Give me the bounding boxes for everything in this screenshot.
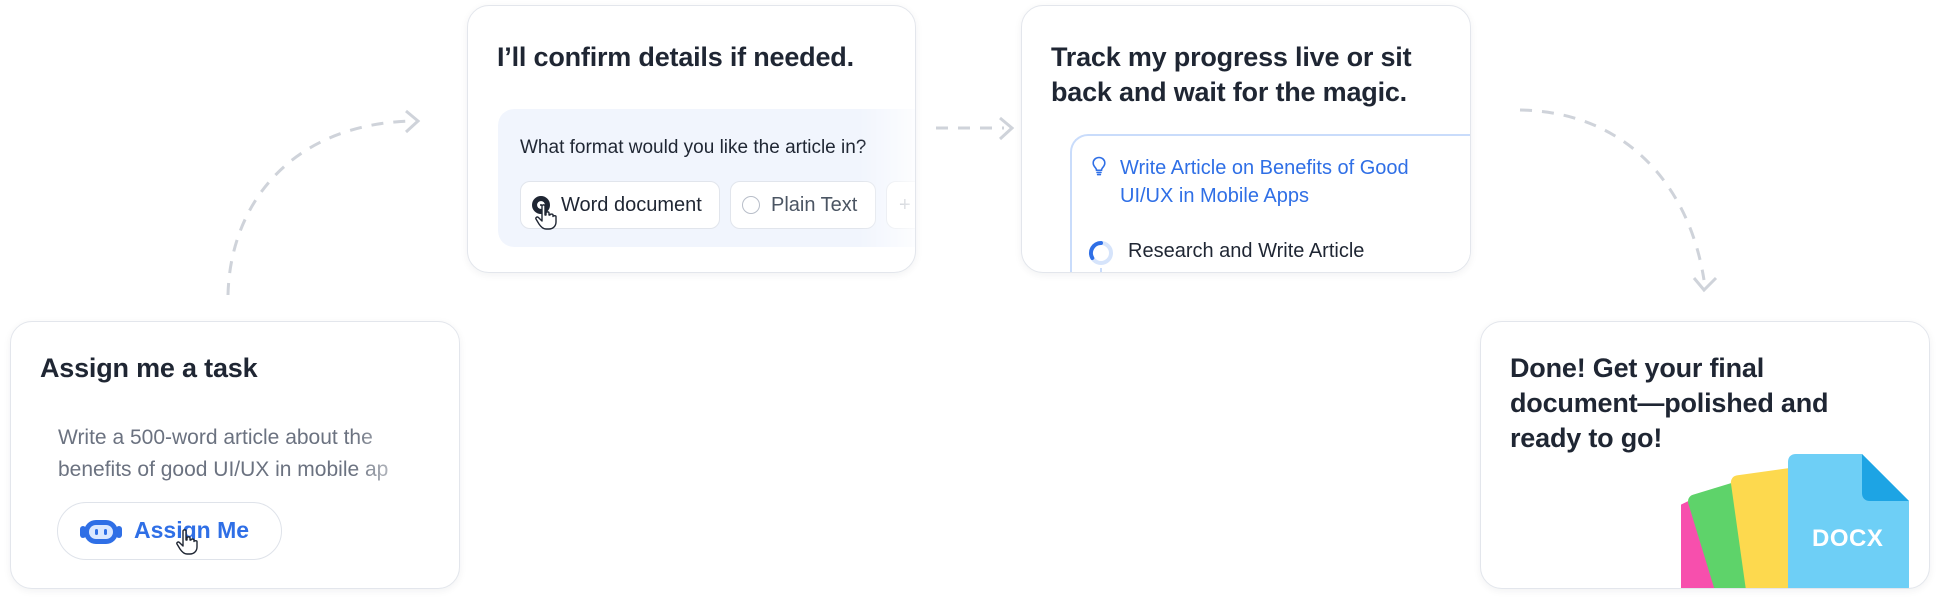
task-text-line-1: Write a 500-word article about the — [58, 426, 373, 449]
spinner-icon — [1088, 240, 1113, 265]
connector-arrow-2 — [936, 116, 1015, 141]
assign-me-button[interactable]: Assign Me — [57, 502, 282, 560]
step-connector-line — [1100, 268, 1102, 272]
done-title: Done! Get your final document—polished a… — [1510, 353, 1829, 453]
docx-label: DOCX — [1812, 525, 1884, 552]
robot-icon — [80, 520, 122, 544]
option-label: + — [899, 193, 911, 216]
track-progress-title: Track my progress live or sit back and w… — [1051, 42, 1412, 107]
connector-arrow-3 — [1519, 108, 1718, 293]
done-card: Done! Get your final document—polished a… — [1480, 321, 1930, 589]
lightbulb-icon — [1092, 156, 1106, 176]
option-label: Plain Text — [771, 193, 858, 216]
connector-arrow-1 — [226, 109, 421, 296]
confirm-details-card: I’ll confirm details if needed. What for… — [467, 5, 916, 273]
progress-step-label: Research and Write Article — [1128, 240, 1365, 262]
option-plain-text[interactable]: Plain Text — [730, 181, 876, 229]
option-more[interactable]: + — [886, 181, 915, 229]
task-input-preview[interactable]: Write a 500-word article about the benef… — [58, 422, 428, 492]
format-question: What format would you like the article i… — [520, 137, 867, 158]
task-text-line-2: benefits of good UI/UX in mobile ap — [58, 458, 389, 481]
progress-panel: Write Article on Benefits of Good UI/UX … — [1070, 134, 1470, 272]
hand-cursor-icon — [176, 529, 198, 555]
option-label: Word document — [561, 193, 702, 216]
track-progress-card: Track my progress live or sit back and w… — [1021, 5, 1471, 273]
file-icon — [1681, 454, 1909, 588]
format-question-box: What format would you like the article i… — [498, 109, 915, 247]
radio-unselected — [742, 196, 760, 214]
option-word-document[interactable]: Word document — [520, 181, 720, 230]
progress-task-title: Write Article on Benefits of Good UI/UX … — [1120, 157, 1409, 207]
confirm-details-title: I’ll confirm details if needed. — [497, 42, 854, 72]
document-stack[interactable]: DOCX — [1681, 452, 1929, 588]
hand-cursor-icon — [535, 204, 557, 230]
assign-task-card: Assign me a task Write a 500-word articl… — [10, 321, 460, 589]
assign-task-title: Assign me a task — [40, 353, 258, 383]
